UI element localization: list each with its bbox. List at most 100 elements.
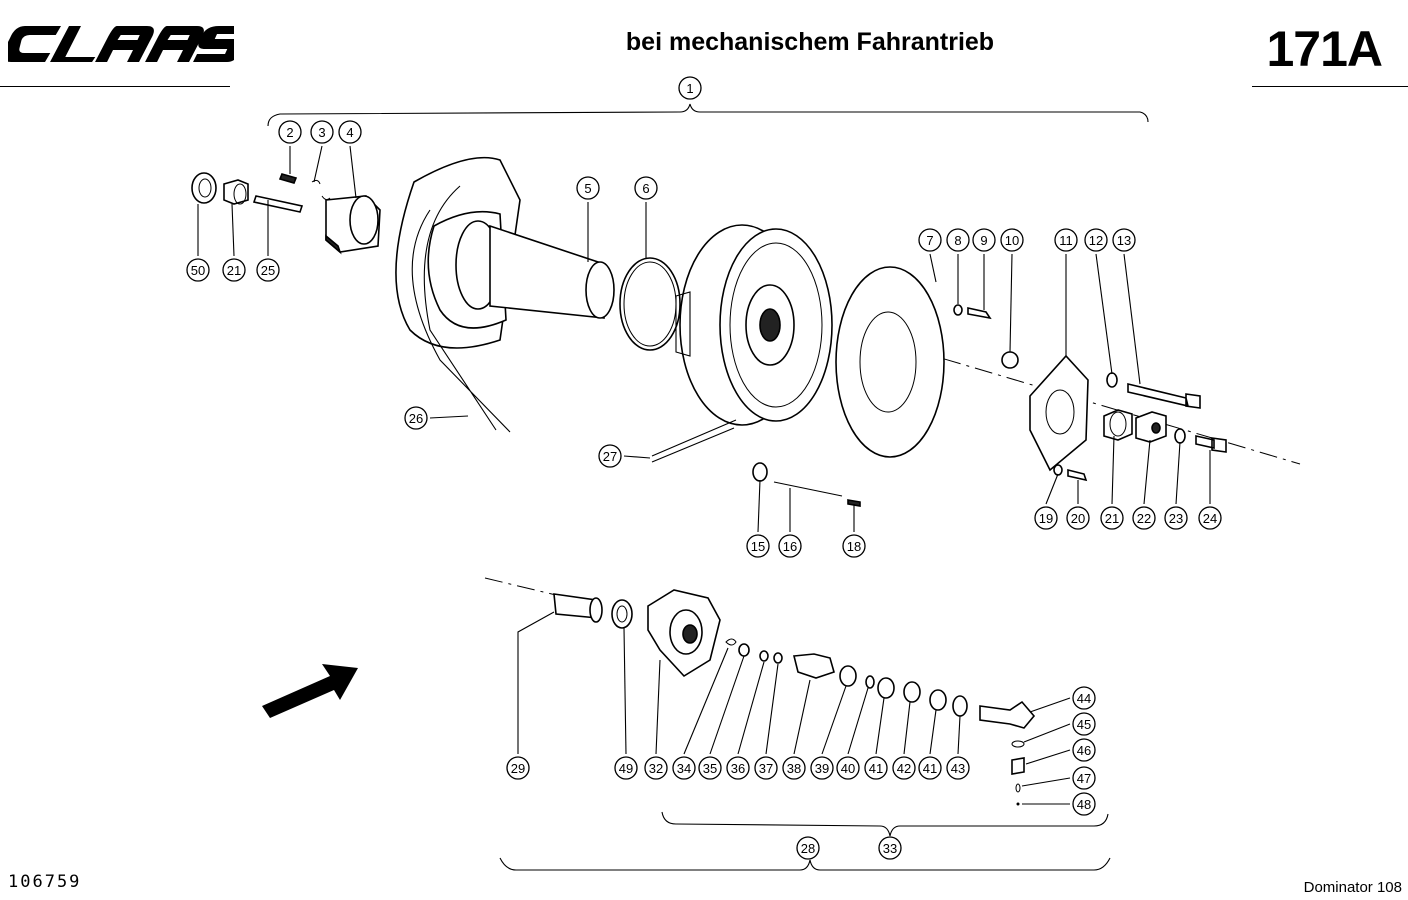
callout-number: 11 [1059,233,1073,248]
part-39-bushing [839,665,857,687]
callout-4: 4 [338,120,362,144]
part-15-washer [752,462,768,482]
part-42-spacer [903,681,921,703]
callout-number: 41 [923,761,937,776]
callout-47: 47 [1072,766,1096,790]
part-44-elbow [979,700,1036,729]
callout-28: 28 [796,836,820,860]
callout-number: 50 [191,263,205,278]
callout-number: 21 [1105,511,1119,526]
part-48-ball [1016,802,1020,806]
callout-35: 35 [698,756,722,780]
part-29-sleeve [553,593,603,623]
callout-number: 5 [584,181,591,196]
part-4-sleeve [325,195,381,255]
callout-26: 26 [404,406,428,430]
callout-48: 48 [1072,792,1096,816]
center-axis-lower [484,577,561,597]
callout-number: 41 [869,761,883,776]
callout-number: 29 [511,761,525,776]
callout-41: 41 [864,756,888,780]
callout-number: 42 [897,761,911,776]
part-32-housing [647,589,721,678]
callout-number: 16 [783,539,797,554]
callout-number: 12 [1089,233,1103,248]
callout-number: 40 [841,761,855,776]
part-main-drum-cover [395,156,615,349]
part-45-oring [1011,740,1025,748]
callout-number: 36 [731,761,745,776]
callout-16: 16 [778,534,802,558]
callout-41: 41 [918,756,942,780]
callout-13: 13 [1112,228,1136,252]
callout-38: 38 [782,756,806,780]
callout-15: 15 [746,534,770,558]
callout-number: 35 [703,761,717,776]
part-21-bushing [223,179,249,205]
part-24-bolt [1195,435,1227,453]
document-number: 106759 [8,872,82,892]
callout-number: 48 [1077,797,1091,812]
direction-arrow-icon [262,664,358,718]
callout-32: 32 [644,756,668,780]
part-47-ring [1015,783,1021,793]
callout-25: 25 [256,258,280,282]
callout-number: 24 [1203,511,1217,526]
brace-33 [661,811,1109,837]
callout-23: 23 [1164,506,1188,530]
callout-number: 6 [642,181,649,196]
part-26-belt [411,185,511,433]
callout-36: 36 [726,756,750,780]
part-variator-pulley [675,224,833,426]
callout-number: 28 [801,841,815,856]
leader-26 [429,415,469,419]
callout-number: 47 [1077,771,1091,786]
callout-number: 21 [227,263,241,278]
part-9-bolt [967,307,992,320]
part-38-fitting [792,653,835,679]
part-25-pin [252,195,304,213]
part-34-clip [725,638,737,646]
part-7-disk [835,266,945,458]
claas-logo [8,26,234,62]
callout-number: 8 [954,233,961,248]
part-40-ring [865,675,875,689]
callout-42: 42 [892,756,916,780]
callout-number: 45 [1077,717,1091,732]
callout-number: 19 [1039,511,1053,526]
callout-11: 11 [1054,228,1078,252]
part-36-ring [759,650,769,662]
callout-44: 44 [1072,686,1096,710]
callout-8: 8 [946,228,970,252]
callout-3: 3 [310,120,334,144]
callout-number: 18 [847,539,861,554]
part-8-washer [953,304,963,316]
part-27-belt [651,419,737,463]
callout-12: 12 [1084,228,1108,252]
callout-6: 6 [634,176,658,200]
brace-28 [499,857,1111,871]
part-13-bolt [1127,382,1201,409]
part-10-bushing [1001,351,1019,369]
part-41-bearing-b [929,689,947,711]
callout-29: 29 [506,756,530,780]
callout-number: 4 [346,125,353,140]
callout-number: 32 [649,761,663,776]
callout-number: 15 [751,539,765,554]
part-11-flange [1029,354,1089,472]
part-6-oring [619,257,681,351]
part-37-ring [773,652,783,664]
callout-21: 21 [222,258,246,282]
part-41-bearing [877,677,895,699]
callout-number: 20 [1071,511,1085,526]
callout-20: 20 [1066,506,1090,530]
callout-19: 19 [1034,506,1058,530]
callout-43: 43 [946,756,970,780]
page-code: 171A [1266,21,1383,77]
callout-number: 13 [1117,233,1131,248]
callout-number: 27 [603,449,617,464]
callout-46: 46 [1072,738,1096,762]
part-19-washer [1053,464,1063,476]
